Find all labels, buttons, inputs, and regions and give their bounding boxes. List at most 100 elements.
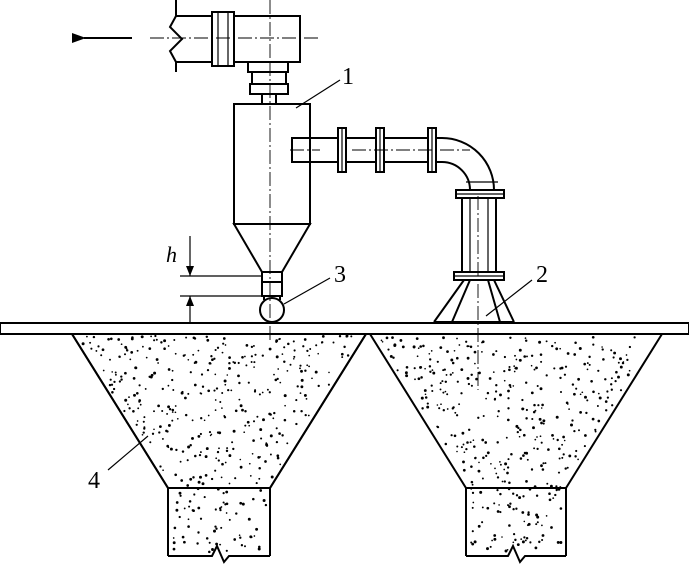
material-speck	[153, 428, 155, 431]
material-speck	[499, 461, 501, 463]
material-speck	[424, 367, 426, 370]
material-speck	[238, 381, 241, 385]
material-speck	[508, 481, 511, 485]
material-speck	[193, 383, 197, 387]
material-speck	[252, 439, 255, 442]
material-speck	[605, 409, 608, 412]
material-speck	[506, 418, 510, 422]
material-speck	[197, 434, 201, 438]
material-speck	[215, 527, 218, 530]
cyclone-cone	[232, 223, 312, 273]
material-speck	[450, 434, 453, 437]
material-speck	[523, 536, 526, 539]
material-speck	[456, 450, 458, 453]
material-speck	[193, 362, 196, 364]
material-speck	[92, 335, 96, 339]
material-speck	[153, 339, 156, 342]
material-speck	[252, 420, 256, 423]
material-speck	[125, 347, 128, 350]
material-speck	[505, 436, 508, 439]
material-speck	[478, 461, 480, 464]
material-speck	[174, 473, 178, 477]
material-speck	[416, 355, 419, 358]
material-speck	[200, 373, 204, 376]
material-speck	[444, 442, 448, 446]
material-speck	[387, 348, 390, 351]
material-speck	[273, 411, 276, 415]
material-speck	[493, 537, 497, 541]
material-speck	[303, 393, 307, 397]
material-speck	[455, 356, 459, 360]
material-speck	[446, 408, 449, 410]
material-speck	[438, 407, 441, 410]
material-speck	[184, 413, 188, 417]
material-speck	[610, 349, 613, 352]
material-speck	[213, 389, 216, 392]
material-speck	[264, 503, 268, 507]
material-speck	[421, 407, 424, 410]
material-speck	[218, 447, 220, 450]
material-speck	[536, 436, 538, 438]
material-speck	[617, 361, 620, 364]
material-speck	[559, 347, 562, 350]
material-speck	[172, 547, 176, 551]
material-speck	[276, 456, 280, 460]
material-speck	[107, 337, 110, 341]
material-speck	[496, 441, 499, 444]
material-speck	[244, 409, 247, 413]
material-speck	[519, 457, 523, 460]
material-speck	[193, 337, 197, 340]
material-speck	[518, 358, 522, 362]
material-speck	[597, 419, 601, 423]
material-speck	[173, 526, 177, 530]
material-speck	[562, 453, 565, 456]
material-speck	[253, 366, 255, 368]
material-speck	[490, 462, 492, 465]
bunker-right	[369, 333, 663, 564]
material-speck	[274, 378, 278, 382]
material-speck	[308, 354, 311, 357]
material-speck	[174, 405, 177, 407]
material-speck	[171, 411, 174, 413]
material-speck	[597, 392, 600, 395]
material-speck	[392, 356, 395, 359]
material-speck	[203, 496, 206, 499]
material-speck	[530, 391, 534, 395]
material-speck	[144, 387, 147, 390]
material-speck	[444, 390, 447, 393]
material-speck	[542, 422, 545, 425]
material-speck	[508, 505, 511, 509]
material-speck	[533, 368, 536, 371]
exhaust-duct	[72, 0, 318, 72]
material-speck	[401, 345, 405, 349]
material-speck	[253, 390, 257, 393]
material-speck	[228, 361, 231, 365]
material-speck	[443, 368, 446, 371]
material-speck	[136, 392, 139, 395]
material-speck	[289, 363, 292, 366]
material-speck	[90, 347, 93, 350]
material-speck	[555, 347, 559, 351]
material-speck	[481, 521, 484, 524]
material-speck	[234, 409, 238, 413]
material-speck	[546, 482, 549, 485]
material-speck	[486, 391, 490, 395]
material-speck	[219, 543, 222, 546]
material-speck	[417, 347, 420, 350]
material-speck	[214, 508, 217, 511]
material-speck	[226, 447, 229, 450]
material-speck	[132, 377, 136, 380]
material-speck	[222, 501, 225, 504]
material-speck	[102, 369, 105, 372]
material-speck	[522, 495, 525, 498]
material-speck	[237, 361, 240, 365]
material-speck	[541, 403, 544, 407]
material-speck	[272, 417, 275, 420]
material-speck	[512, 541, 515, 544]
material-speck	[563, 373, 567, 376]
material-speck	[225, 490, 229, 494]
material-speck	[269, 434, 273, 438]
material-speck	[341, 356, 344, 359]
material-speck	[275, 427, 278, 430]
material-speck	[118, 380, 122, 383]
